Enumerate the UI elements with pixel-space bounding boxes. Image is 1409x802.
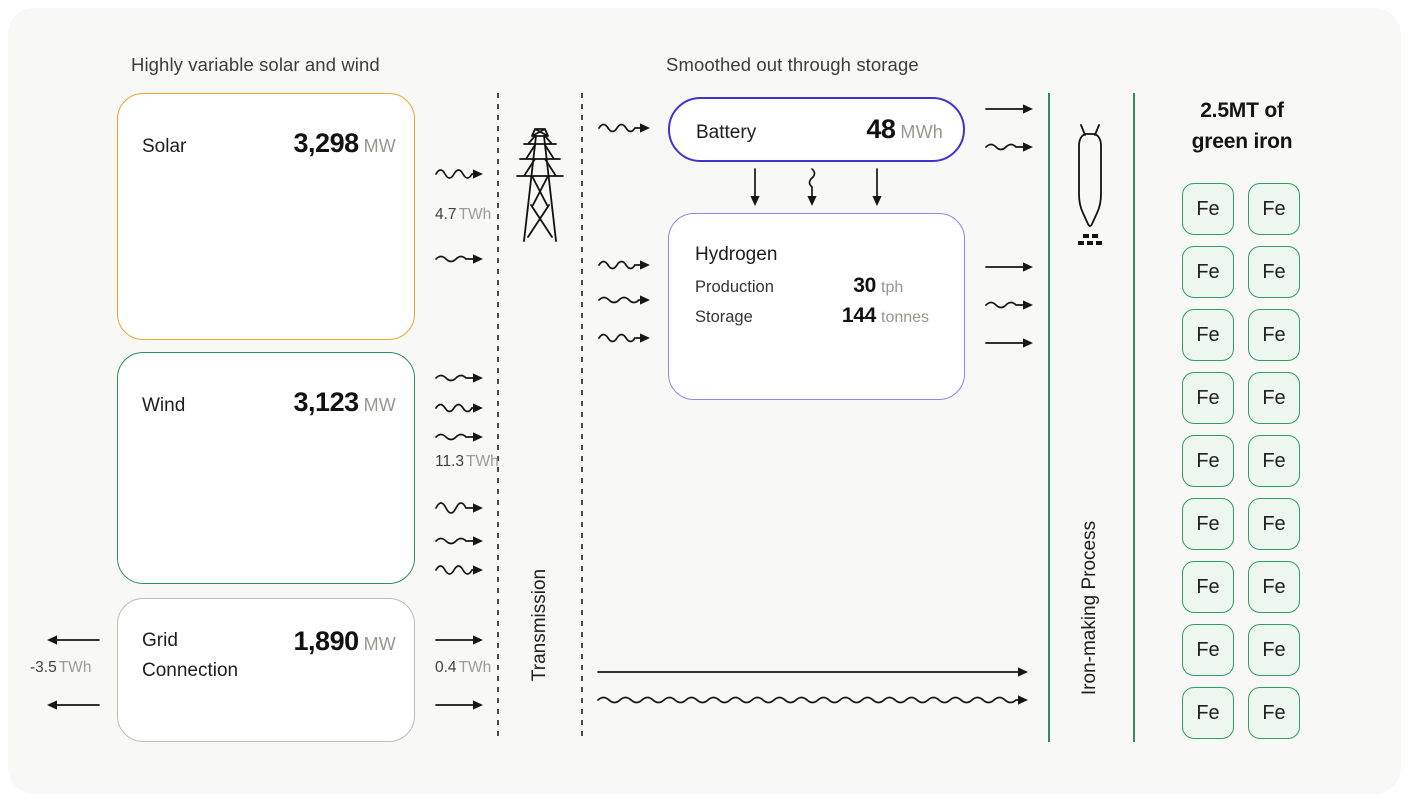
battery-value: 48 <box>866 113 896 144</box>
hydrogen-production-unit: tph <box>881 279 904 296</box>
battery-unit: MWh <box>900 121 943 142</box>
wavy-arrow <box>598 118 650 138</box>
wavy-arrow <box>435 531 483 551</box>
transmission-label: Transmission <box>529 568 550 682</box>
fe-cell: Fe <box>1182 246 1234 298</box>
hydrogen-storage-unit: tonnes <box>881 309 930 326</box>
fe-cell: Fe <box>1182 309 1234 361</box>
wavy-arrow <box>435 427 483 447</box>
long-straight-arrow <box>597 662 1028 682</box>
grid-value: 1,890 <box>293 626 360 656</box>
straight-arrow <box>435 695 483 715</box>
hydrogen-storage-row: Storage 144 tonnes <box>695 304 939 328</box>
down-wavy-arrow <box>802 168 822 206</box>
fe-cell: Fe <box>1182 498 1234 550</box>
fe-cell: Fe <box>1248 309 1300 361</box>
fe-cell: Fe <box>1248 372 1300 424</box>
wavy-arrow <box>435 498 483 518</box>
straight-arrow-left <box>47 695 100 715</box>
fe-cell: Fe <box>1182 624 1234 676</box>
green-iron-heading: 2.5MT of green iron <box>1157 95 1327 157</box>
fe-cell: Fe <box>1248 561 1300 613</box>
heading-variable-generation: Highly variable solar and wind <box>131 54 380 75</box>
wind-label: Wind <box>142 395 186 416</box>
transmission-right-dashed-line <box>581 93 583 742</box>
fe-cell: Fe <box>1248 183 1300 235</box>
solar-label: Solar <box>142 136 187 157</box>
solar-value: 3,298 <box>293 128 360 158</box>
wavy-arrow <box>435 249 483 269</box>
down-arrow <box>867 168 887 206</box>
wavy-arrow <box>598 328 650 348</box>
transmission-tower-icon <box>516 128 564 242</box>
fe-cell: Fe <box>1248 624 1300 676</box>
hydrogen-production-row: Production 30 tph <box>695 274 939 298</box>
wavy-arrow <box>598 255 650 275</box>
grid-label: Grid Connection <box>142 630 239 681</box>
fe-cell: Fe <box>1248 246 1300 298</box>
wavy-arrow <box>435 368 483 388</box>
heading-smoothed-storage: Smoothed out through storage <box>666 54 919 75</box>
straight-arrow-left <box>47 630 100 650</box>
transmission-left-dashed-line <box>497 93 499 742</box>
fe-cell: Fe <box>1248 435 1300 487</box>
ironmaking-right-line <box>1133 93 1135 742</box>
wind-value: 3,123 <box>293 387 360 417</box>
wind-unit: MW <box>363 395 396 415</box>
hydrogen-title: Hydrogen <box>695 244 778 265</box>
fe-cell: Fe <box>1182 435 1234 487</box>
ironmaking-label: Iron-making Process <box>1079 520 1100 696</box>
straight-arrow <box>985 257 1033 277</box>
grid-unit: MW <box>363 634 396 654</box>
ironmaking-left-line <box>1048 93 1050 742</box>
wavy-arrow <box>435 164 483 184</box>
fe-cell: Fe <box>1248 687 1300 739</box>
blast-furnace-icon <box>1078 124 1102 245</box>
battery-label: Battery <box>696 121 757 143</box>
wavy-arrow <box>435 398 483 418</box>
fe-cell: Fe <box>1248 498 1300 550</box>
hydrogen-production-label: Production <box>695 278 774 296</box>
hydrogen-box: Hydrogen Production 30 tph Storage 144 t… <box>668 213 965 400</box>
green-iron-heading-line1: 2.5MT of <box>1200 99 1284 122</box>
hydrogen-storage-label: Storage <box>695 308 753 326</box>
long-wavy-arrow <box>597 690 1028 710</box>
wavy-arrow <box>598 290 650 310</box>
straight-arrow <box>435 630 483 650</box>
hydrogen-storage-value: 144 <box>841 304 876 327</box>
straight-arrow <box>985 333 1033 353</box>
solar-unit: MW <box>363 136 396 156</box>
wavy-arrow <box>985 137 1033 157</box>
straight-arrow <box>985 99 1033 119</box>
wavy-arrow <box>435 560 483 580</box>
hydrogen-production-value: 30 <box>853 274 876 297</box>
fe-cell: Fe <box>1182 561 1234 613</box>
wavy-arrow <box>985 295 1033 315</box>
fe-cell: Fe <box>1182 183 1234 235</box>
green-iron-heading-line2: green iron <box>1191 130 1293 153</box>
down-arrow <box>745 168 765 206</box>
fe-cell: Fe <box>1182 372 1234 424</box>
fe-cell: Fe <box>1182 687 1234 739</box>
